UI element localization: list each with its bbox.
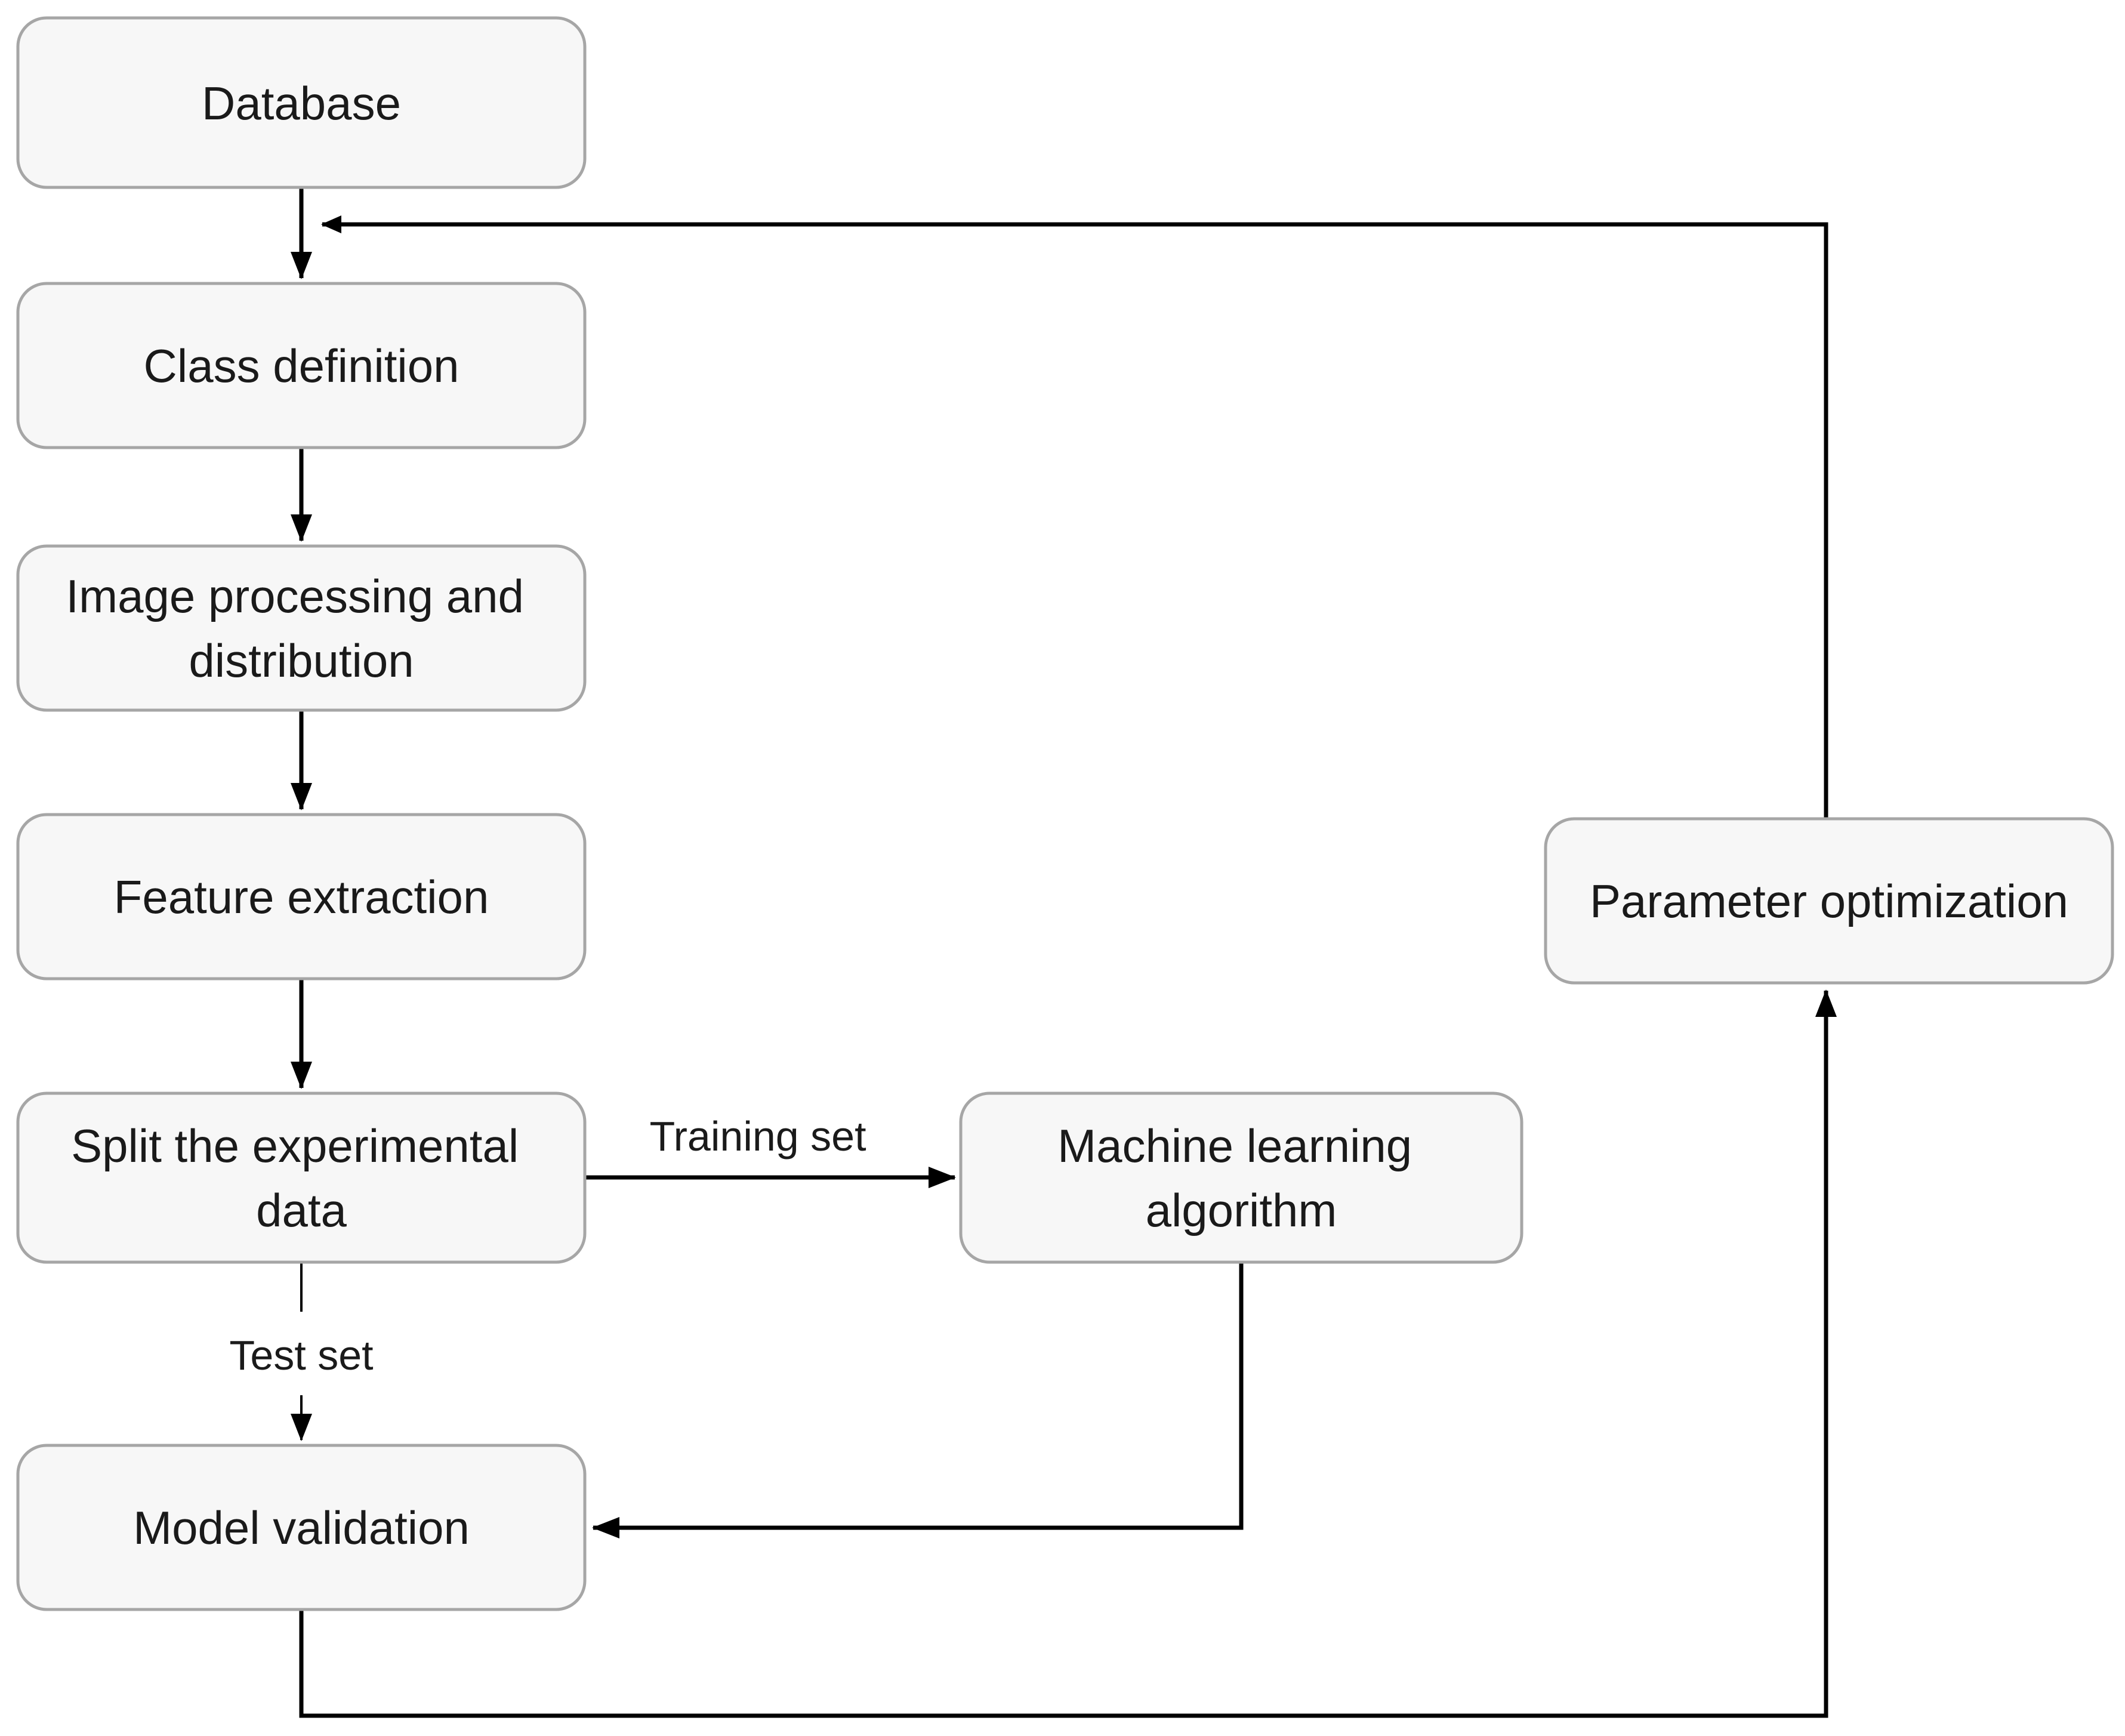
nodes-layer: Database Class definition Image processi…	[16, 16, 2114, 1611]
node-ml-algorithm: Machine learning algorithm	[959, 1091, 1523, 1264]
edge-model-validation-to-parameter-optimization	[299, 989, 1837, 1718]
node-class-definition: Class definition	[16, 282, 587, 449]
model-validation-label: Model validation	[133, 1501, 470, 1554]
ml-algorithm-label: Machine learning algorithm	[1057, 1120, 1425, 1237]
model-validation-box	[16, 1444, 587, 1611]
node-image-processing: Image processing and distribution	[16, 544, 587, 712]
split-data-box	[16, 1091, 587, 1264]
test-set-edge-label: Test set	[229, 1332, 373, 1379]
class-definition-box	[16, 282, 587, 449]
class-definition-label: Class definition	[144, 340, 459, 392]
database-box	[16, 16, 587, 189]
node-feature-extraction: Feature extraction	[16, 813, 587, 980]
feature-extraction-box	[16, 813, 587, 980]
image-processing-box	[16, 544, 587, 712]
image-processing-label: Image processing and distribution	[66, 570, 536, 687]
training-set-edge-label: Training set	[649, 1113, 866, 1160]
parameter-optimization-label: Parameter optimization	[1590, 875, 2068, 927]
database-label: Database	[202, 77, 401, 129]
edge-ml-algorithm-to-model-validation	[592, 1262, 1244, 1538]
connectors-layer	[291, 187, 1837, 1718]
node-parameter-optimization: Parameter optimization	[1544, 817, 2114, 985]
edge-labels-layer: Training set Test set	[229, 1113, 866, 1379]
parameter-optimization-box	[1544, 817, 2114, 985]
node-model-validation: Model validation	[16, 1444, 587, 1611]
feature-extraction-label: Feature extraction	[114, 871, 489, 923]
ml-algorithm-box	[959, 1091, 1523, 1264]
edge-parameter-optimization-feedback-to-class-input	[321, 215, 1828, 819]
split-data-label: Split the experimental data	[71, 1120, 532, 1237]
node-split-data: Split the experimental data	[16, 1091, 587, 1264]
node-database: Database	[16, 16, 587, 189]
